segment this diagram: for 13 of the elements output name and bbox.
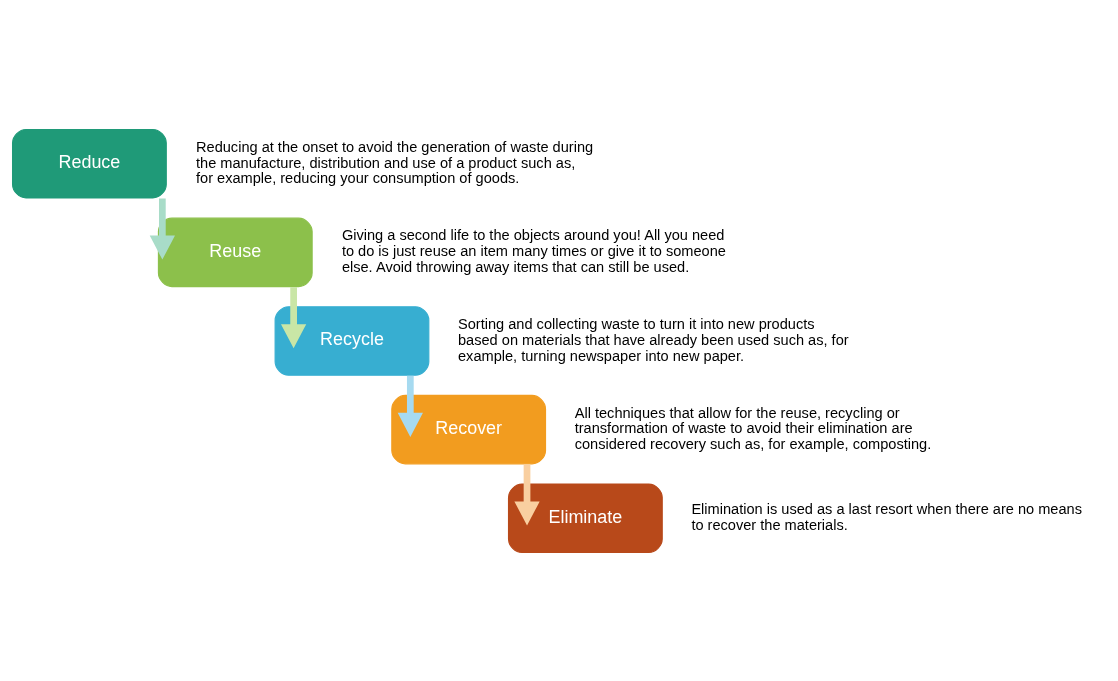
arrow	[514, 463, 540, 526]
arrow	[149, 198, 175, 260]
node-label: Reducing at the onset to avoid the generation of waste during the manufacture, distribution and use of a product such as, for example, reducing your consumption of goods.	[196, 138, 594, 186]
node-box: Reduce	[12, 128, 167, 198]
node-box: Eliminate	[507, 483, 663, 553]
node-box: Recycle	[274, 305, 430, 376]
node-label: Elimination is used as a last resort when there are no means to recover the materials.	[691, 500, 1082, 533]
node-box: Reuse	[157, 217, 313, 287]
arrow	[281, 286, 307, 348]
node-label: Giving a second life to the objects around you! All you need to do is just reuse an item many times or give it to someone else. Avoid throwing away items that can still be used.	[341, 226, 726, 275]
node-label: All techniques that allow for the reuse, recycling or transformation of waste to avoid their elimination are considered recovery such as, for example, composting.	[574, 404, 932, 452]
node-box: Recover	[391, 394, 547, 464]
node-label: Sorting and collecting waste to turn it into new products based on materials that have already been used such as, for example, turning newspaper into new paper.	[458, 315, 849, 364]
